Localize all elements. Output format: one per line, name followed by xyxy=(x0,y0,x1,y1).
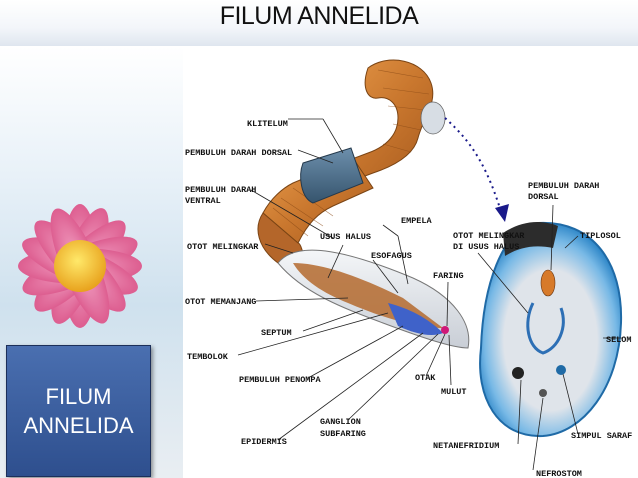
label-ganglion-1: GANGLION xyxy=(320,417,361,427)
label-netanefridium: NETANEFRIDIUM xyxy=(433,441,499,451)
label-pembuluh-darah-dorsal: PEMBULUH DARAH DORSAL xyxy=(185,148,292,158)
leader-lines xyxy=(237,118,623,471)
label-septum: SEPTUM xyxy=(261,328,292,338)
worm-body xyxy=(257,59,446,274)
badge-line-2: ANNELIDA xyxy=(23,413,134,438)
label-otot-usus-2: DI USUS HALUS xyxy=(453,242,519,252)
label-empela: EMPELA xyxy=(401,216,433,226)
label-nefrostom: NEFROSTOM xyxy=(536,469,582,478)
label-usus-halus: USUS HALUS xyxy=(320,232,371,242)
label-pd-dorsal-right-2: DORSAL xyxy=(528,192,559,202)
cross-section xyxy=(479,221,623,438)
label-selom: SELOM xyxy=(606,335,632,345)
section-badge: FILUM ANNELIDA xyxy=(6,345,151,477)
label-pembuluh-penompa: PEMBULUH PENOMPA xyxy=(239,375,322,385)
badge-line-1: FILUM xyxy=(45,384,112,409)
label-simpul-saraf: SIMPUL SARAF xyxy=(571,431,632,441)
arrow-head-icon xyxy=(495,204,509,222)
flower-image xyxy=(18,204,142,328)
dotted-arrow xyxy=(444,117,504,219)
label-otak: OTAK xyxy=(415,373,436,383)
label-pd-dorsal-right-1: PEMBULUH DARAH xyxy=(528,181,599,191)
earthworm-anatomy-diagram: KLITELUM PEMBULUH DARAH DORSAL PEMBULUH … xyxy=(185,59,632,478)
labels: KLITELUM PEMBULUH DARAH DORSAL PEMBULUH … xyxy=(185,119,632,478)
label-tiplosol: TIPLOSOL xyxy=(580,231,621,241)
label-ganglion-2: SUBFARING xyxy=(320,429,366,439)
label-otot-usus-1: OTOT MELINGKAR xyxy=(453,231,525,241)
label-faring: FARING xyxy=(433,271,464,281)
worm-dissection xyxy=(277,249,470,349)
label-esofagus: ESOFAGUS xyxy=(371,251,412,261)
label-tembolok: TEMBOLOK xyxy=(187,352,229,362)
label-pembuluh-darah-ventral-2: VENTRAL xyxy=(185,196,221,206)
label-mulut: MULUT xyxy=(441,387,467,397)
label-otot-melingkar: OTOT MELINGKAR xyxy=(187,242,259,252)
title-band xyxy=(0,0,638,46)
label-pembuluh-darah-ventral-1: PEMBULUH DARAH xyxy=(185,185,256,195)
slide-title: FILUM ANNELIDA xyxy=(219,2,419,30)
diagram-area: KLITELUM PEMBULUH DARAH DORSAL PEMBULUH … xyxy=(183,48,638,478)
label-klitelum: KLITELUM xyxy=(247,119,288,129)
label-otot-memanjang: OTOT MEMANJANG xyxy=(185,297,256,307)
label-epidermis: EPIDERMIS xyxy=(241,437,287,447)
